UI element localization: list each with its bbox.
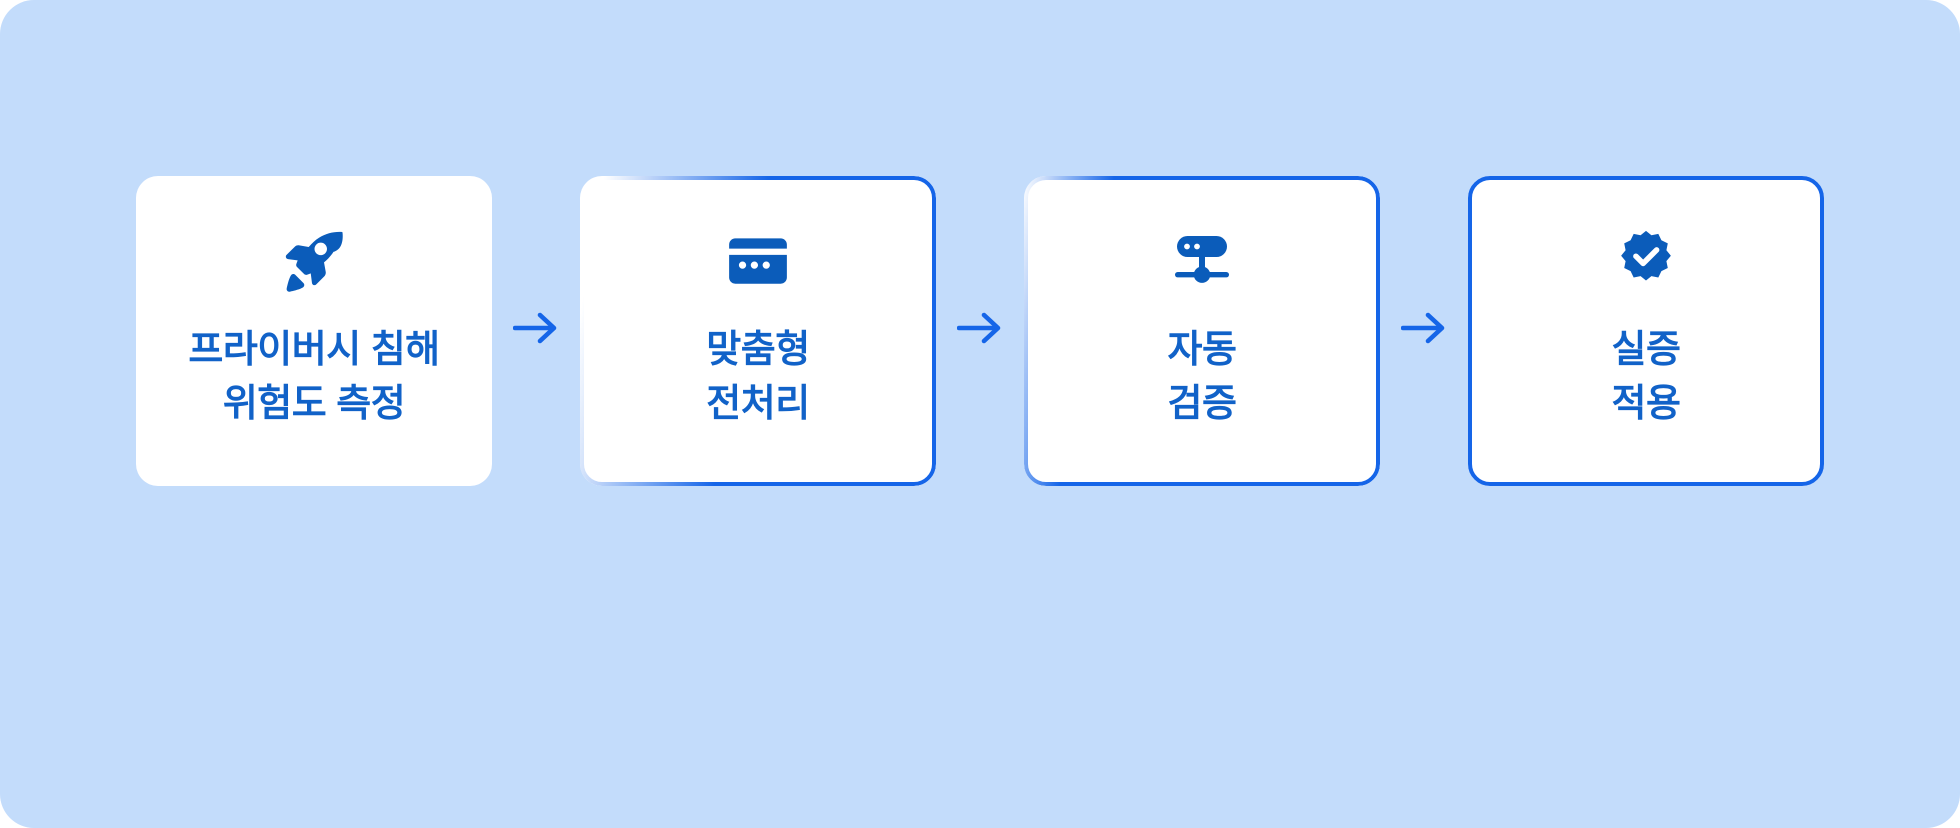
arrow-right-icon xyxy=(957,312,1001,344)
browser-window-icon xyxy=(725,224,791,298)
flow-step-card-4[interactable]: 실증 적용 xyxy=(1468,176,1824,486)
flow-connector-3 xyxy=(1380,176,1468,486)
flow-step-label-3: 자동 검증 xyxy=(1167,329,1237,425)
server-node-icon xyxy=(1167,224,1237,298)
arrow-right-icon xyxy=(513,312,557,344)
rocket-icon xyxy=(278,224,350,298)
verified-badge-icon xyxy=(1612,224,1680,298)
flow-connector-2 xyxy=(936,176,1024,486)
flow-step-label-1: 프라이버시 침해 위험도 측정 xyxy=(188,329,440,425)
flow-step-card-2[interactable]: 맞춤형 전처리 xyxy=(580,176,936,486)
flow-step-label-4: 실증 적용 xyxy=(1611,329,1681,425)
arrow-right-icon xyxy=(1401,312,1445,344)
process-flow: 프라이버시 침해 위험도 측정 맞춤형 전 xyxy=(0,176,1960,486)
flow-step-card-3[interactable]: 자동 검증 xyxy=(1024,176,1380,486)
flow-step-label-2: 맞춤형 전처리 xyxy=(706,329,810,425)
flow-connector-1 xyxy=(492,176,580,486)
flow-step-card-1[interactable]: 프라이버시 침해 위험도 측정 xyxy=(136,176,492,486)
